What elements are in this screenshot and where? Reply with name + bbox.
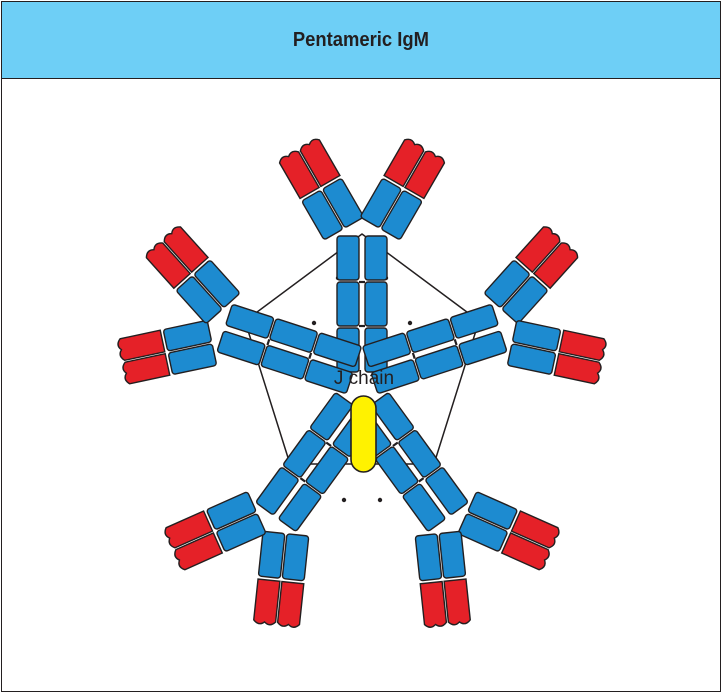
j-chain-label: J chain: [334, 368, 394, 389]
figure-header: Pentameric IgM: [2, 2, 720, 79]
j-chain: [350, 395, 377, 473]
figure-title: Pentameric IgM: [292, 28, 429, 51]
